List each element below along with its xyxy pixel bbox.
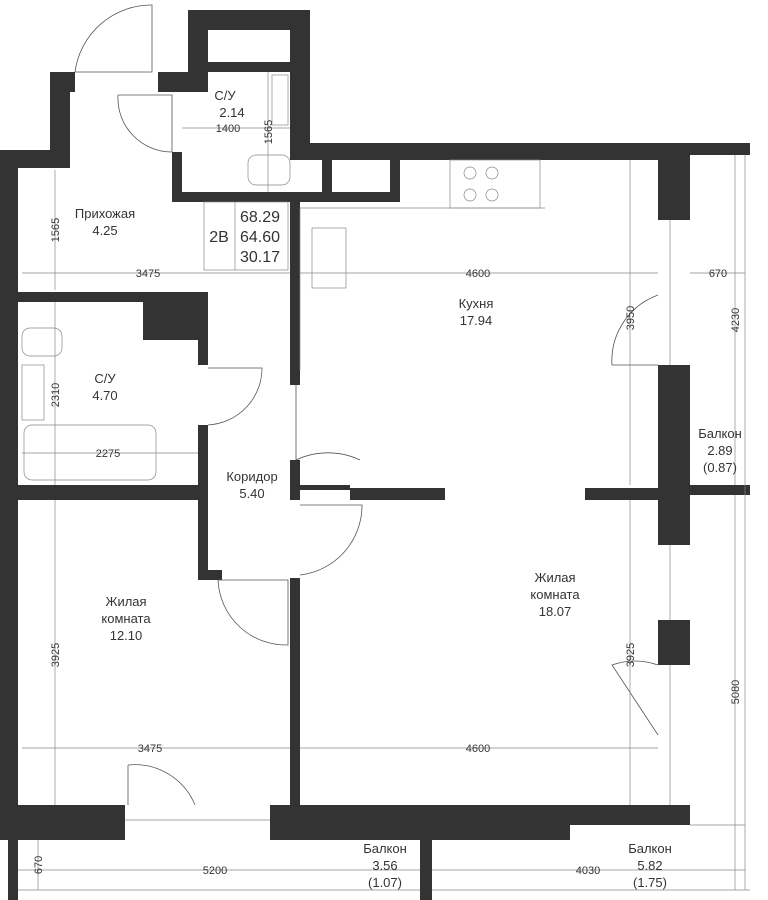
hall-name: Прихожая (75, 206, 135, 221)
dim-bath-height: 2310 (50, 383, 62, 407)
balcony-right-name: Балкон (698, 426, 742, 441)
living-total-area: 64.60 (240, 229, 280, 246)
dim-room2-height: 3925 (625, 643, 637, 667)
hall-area: 4.25 (92, 223, 117, 238)
room2-name: Жилая (534, 570, 575, 585)
corridor-area: 5.40 (239, 486, 264, 501)
apartment-type: 2B (209, 229, 229, 246)
balcony-bl-area: 3.56 (372, 858, 397, 873)
balcony-br-reduced: (1.75) (633, 875, 667, 890)
fixtures-lines (18, 4, 750, 891)
kitchen-area: 17.94 (460, 313, 493, 328)
dim-wc-width: 1400 (216, 123, 240, 135)
total-area: 68.29 (240, 209, 280, 226)
corridor-name: Коридор (226, 469, 277, 484)
dim-kitchen-width: 4600 (466, 268, 490, 280)
balcony-bl-reduced: (1.07) (368, 875, 402, 890)
wc-small-area: 2.14 (219, 105, 244, 120)
dim-balcony-r2-height: 5080 (730, 680, 742, 704)
bath-name: С/У (94, 371, 116, 386)
dim-wc-height: 1565 (263, 120, 275, 144)
wc-small-name: С/У (214, 88, 236, 103)
dim-balcony-r-width: 670 (709, 268, 727, 280)
dim-balcony-bl-width: 5200 (203, 865, 227, 877)
room1-name: Жилая (105, 594, 146, 609)
dim-kitchen-height: 3950 (625, 306, 637, 330)
dimension-labels: 1400 1565 1565 3475 4600 3950 670 4230 2… (33, 120, 742, 877)
dim-bath-width: 2275 (96, 448, 120, 460)
dim-hall-height: 1565 (50, 218, 62, 242)
balcony-right-reduced: (0.87) (703, 460, 737, 475)
living-area: 30.17 (240, 249, 280, 266)
dimension-lines (18, 72, 745, 890)
dim-balcony-br-width: 4030 (576, 865, 600, 877)
kitchen-name: Кухня (459, 296, 494, 311)
dim-room1-height: 3925 (50, 643, 62, 667)
room1-area: 12.10 (110, 628, 143, 643)
balcony-br-area: 5.82 (637, 858, 662, 873)
walls (0, 10, 750, 900)
dim-room1-width: 3475 (138, 743, 162, 755)
room-labels: С/У 2.14 Прихожая 4.25 2B 68.29 64.60 30… (75, 88, 742, 890)
dim-balcony-b-height: 670 (33, 856, 45, 874)
room1-name2: комната (101, 611, 151, 626)
room2-name2: комната (530, 587, 580, 602)
balcony-right-area: 2.89 (707, 443, 732, 458)
balcony-br-name: Балкон (628, 841, 672, 856)
room2-area: 18.07 (539, 604, 572, 619)
balcony-bl-name: Балкон (363, 841, 407, 856)
bath-area: 4.70 (92, 388, 117, 403)
dim-balcony-r-height: 4230 (730, 308, 742, 332)
dim-room2-width: 4600 (466, 743, 490, 755)
dim-hall-width: 3475 (136, 268, 160, 280)
